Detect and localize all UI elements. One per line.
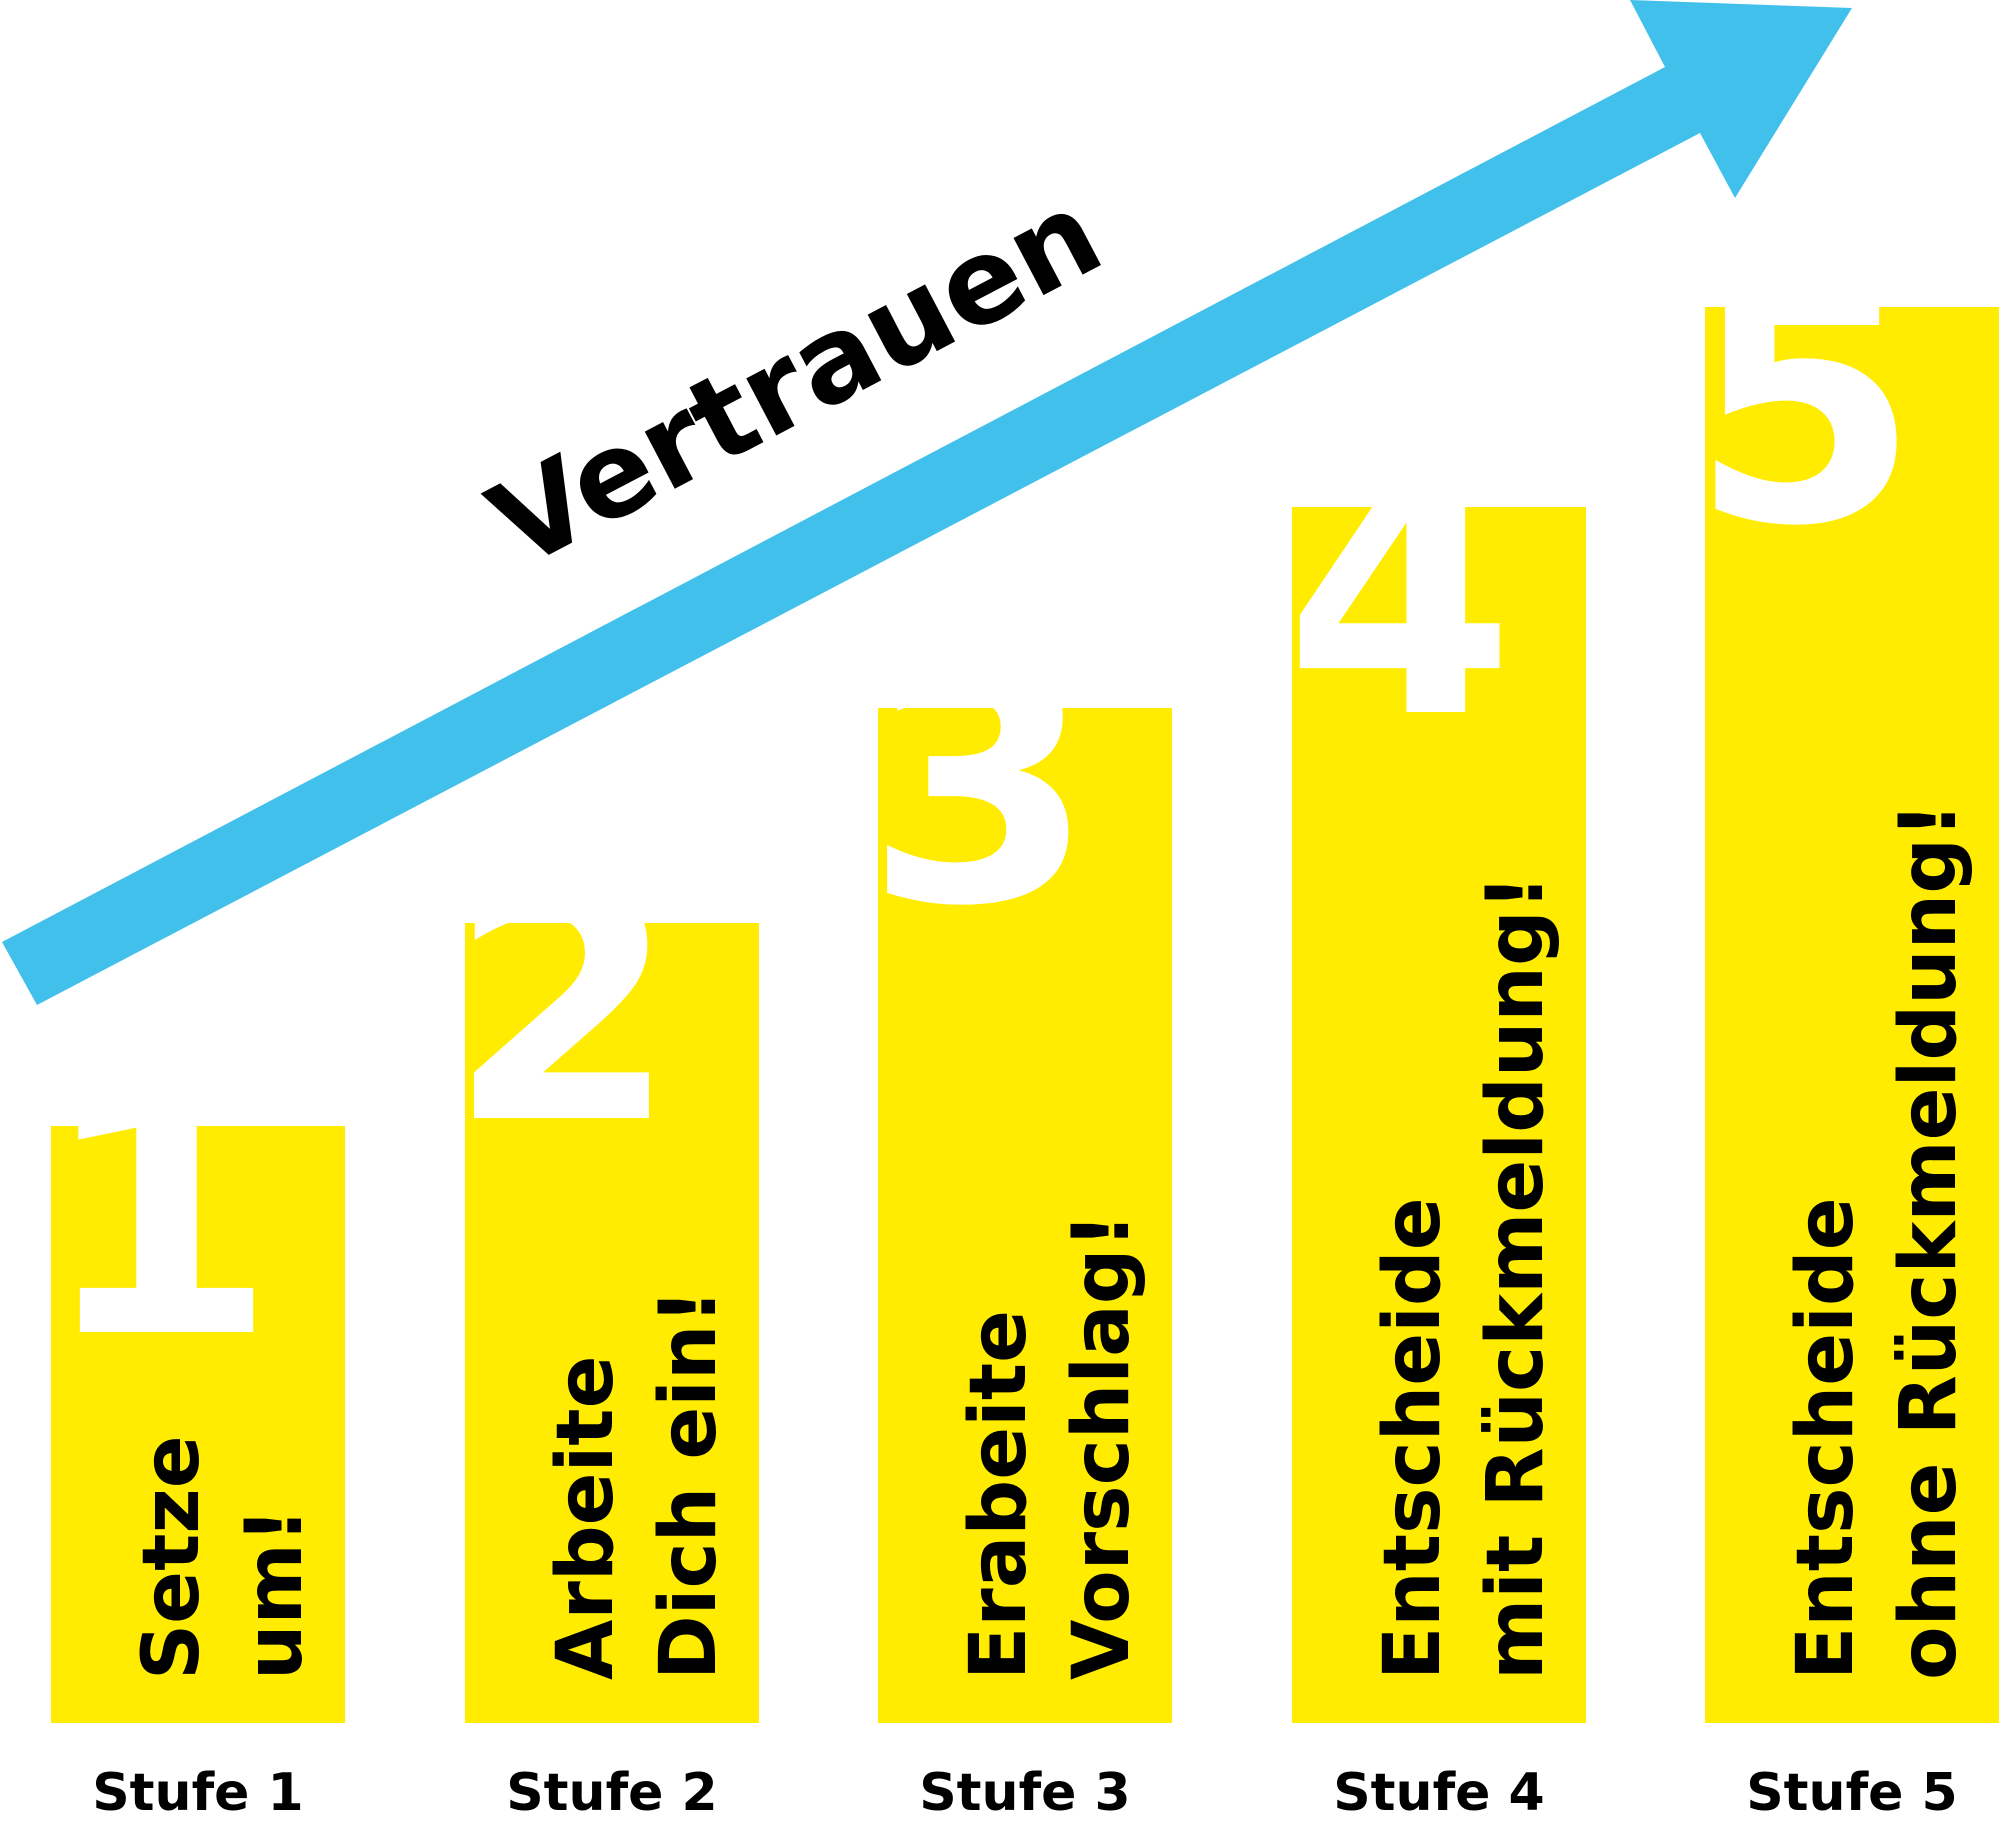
step-1-line1: Setze [127,1435,217,1680]
step-5-number: 5 [1690,214,1920,598]
step-2-bar [465,923,759,1723]
step-4-instruction: Entscheide mit Rückmeldung! [1368,875,1561,1680]
step-3-bar [878,708,1172,1723]
step-2-line1: Arbeite [541,1356,631,1681]
step-1-label: Stufe 1 [92,1763,304,1823]
step-1-instruction: Setze um! [127,1435,320,1680]
step-4-line2: mit Rückmeldung! [1471,875,1561,1680]
step-3-instruction: Erabeite Vorschlag! [954,1213,1147,1680]
step-3-number: 3 [865,594,1095,978]
step-3-line2: Vorschlag! [1057,1213,1147,1680]
step-1-bar [51,1126,345,1723]
step-5-line1: Entscheide [1781,1197,1871,1680]
step-2-label: Stufe 2 [506,1763,718,1823]
step-3-line1: Erabeite [954,1310,1044,1680]
step-5-instruction: Entscheide ohne Rückmeldung! [1781,802,1974,1680]
step-5-bar [1705,307,1999,1723]
step-1-number: 1 [40,1017,277,1413]
step-4-label: Stufe 4 [1333,1763,1545,1823]
trust-arrow [2,0,1852,1005]
step-5-label: Stufe 5 [1746,1763,1958,1823]
step-4-bar [1292,507,1586,1723]
step-2-instruction: Arbeite Dich ein! [541,1289,734,1680]
step-2-number: 2 [448,812,678,1196]
step-4-number: 4 [1285,406,1515,790]
step-1-line2: um! [230,1508,320,1680]
step-3-label: Stufe 3 [919,1763,1131,1823]
step-2-line2: Dich ein! [644,1289,734,1680]
step-5-line2: ohne Rückmeldung! [1884,802,1974,1680]
step-4-line1: Entscheide [1368,1197,1458,1680]
